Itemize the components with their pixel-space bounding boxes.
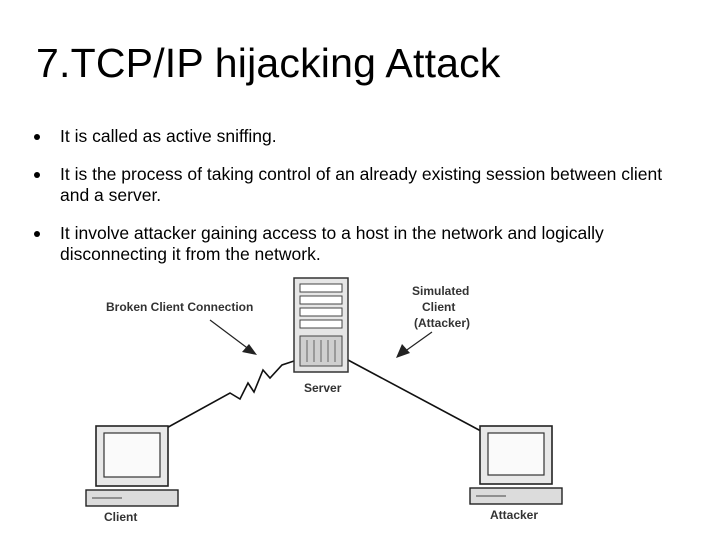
attacker-computer-icon (469, 425, 563, 505)
bullet-item: It is called as active sniffing. (34, 126, 674, 147)
bullet-dot-icon (34, 134, 40, 140)
client-label: Client (104, 510, 137, 524)
arrow-icon (209, 319, 257, 355)
bullet-item: It is the process of taking control of a… (34, 164, 674, 206)
attacker-label: Attacker (490, 508, 538, 522)
bullet-text: It is the process of taking control of a… (60, 164, 663, 205)
simulated-label-line1: Simulated (412, 284, 469, 298)
arrow-icon (396, 331, 433, 358)
network-diagram-svg: Broken Client Connection Simulated Clien… (85, 277, 563, 524)
attacker-connection-line (347, 359, 495, 439)
bullet-text: It involve attacker gaining access to a … (60, 223, 604, 264)
server-icon (293, 277, 349, 373)
bullet-dot-icon (34, 231, 40, 237)
hijacking-diagram: Broken Client Connection Simulated Clien… (82, 268, 572, 526)
simulated-label-line3: (Attacker) (414, 316, 470, 330)
bullet-item: It involve attacker gaining access to a … (34, 223, 674, 265)
bullet-list: It is called as active sniffing. It is t… (34, 126, 674, 282)
broken-connection-label: Broken Client Connection (106, 300, 253, 314)
simulated-label-line2: Client (422, 300, 455, 314)
bullet-text: It is called as active sniffing. (60, 126, 277, 146)
server-label: Server (304, 381, 342, 395)
bullet-dot-icon (34, 172, 40, 178)
broken-connection-line (151, 360, 295, 437)
client-computer-icon (85, 425, 179, 507)
slide-title: 7.TCP/IP hijacking Attack (36, 40, 501, 86)
